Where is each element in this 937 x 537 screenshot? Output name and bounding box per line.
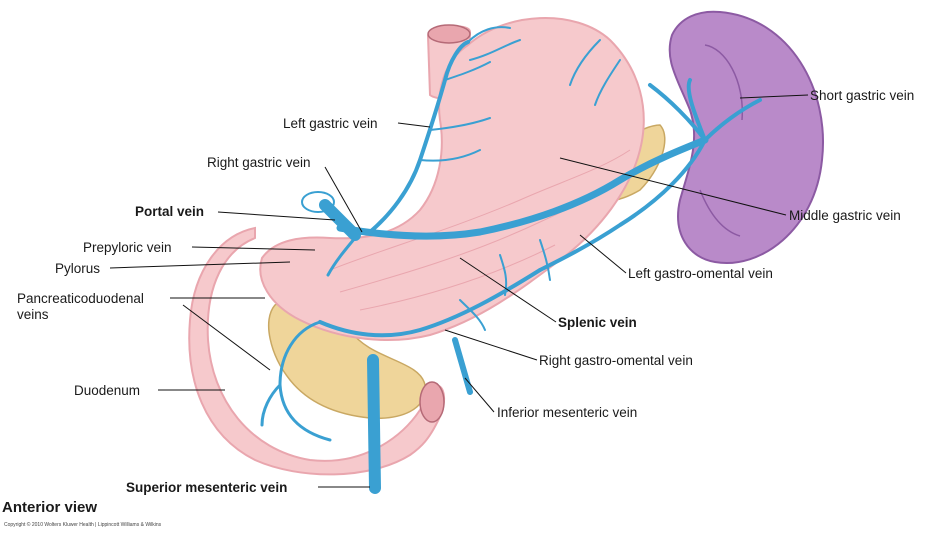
- short-gastric-vessel: [648, 78, 762, 142]
- leader-left-gastric: [397, 122, 431, 128]
- label-portal-vein: Portal vein: [135, 204, 205, 219]
- label-right-gastro-omental-vein: Right gastro-omental vein: [539, 353, 693, 368]
- venous-network: [260, 26, 762, 494]
- leader-pylorus: [109, 261, 291, 269]
- label-short-gastric-vein: Short gastric vein: [810, 88, 915, 103]
- pancreaticoduodenal-vessel: [260, 320, 332, 442]
- leader-right-gastro-omental: [444, 329, 538, 361]
- esophagus-opening: [427, 24, 471, 44]
- portal-vein-end: [301, 191, 335, 213]
- leader-lines: [109, 94, 809, 488]
- stomach: [259, 17, 645, 341]
- gastric-branches: [419, 26, 621, 331]
- leader-splenic: [459, 257, 557, 323]
- label-prepyloric-vein: Prepyloric vein: [83, 240, 172, 255]
- leader-right-gastric: [324, 166, 363, 233]
- left-gastro-omental-vessel: [538, 138, 707, 272]
- inferior-mesenteric-vessel: [452, 337, 473, 395]
- label-pylorus: Pylorus: [55, 261, 101, 276]
- right-gastric-vessel: [326, 236, 357, 277]
- label-splenic-vein: Splenic vein: [558, 315, 637, 330]
- spleen: [668, 10, 824, 264]
- leader-pancreaticoduodenal-b: [182, 304, 271, 371]
- duodenum-end: [419, 381, 445, 423]
- left-gastric-vessel: [368, 40, 470, 234]
- leader-prepyloric: [191, 246, 316, 251]
- label-left-gastro-omental-vein: Left gastro-omental vein: [628, 266, 773, 281]
- label-left-gastric-vein: Left gastric vein: [283, 116, 378, 131]
- view-title: Anterior view: [2, 499, 98, 516]
- label-middle-gastric-vein: Middle gastric vein: [789, 208, 901, 223]
- leader-left-gastro-omental: [579, 234, 627, 274]
- copyright-notice: Copyright © 2010 Wolters Kluwer Health |…: [4, 522, 162, 528]
- leader-inferior-mesenteric: [464, 377, 495, 413]
- label-pancreaticoduodenal-line1: Pancreaticoduodenal: [17, 291, 144, 306]
- label-right-gastric-vein: Right gastric vein: [207, 155, 311, 170]
- label-duodenum: Duodenum: [74, 383, 141, 398]
- label-superior-mesenteric-vein: Superior mesenteric vein: [126, 480, 288, 495]
- leader-portal: [217, 211, 336, 221]
- leader-short-gastric: [739, 94, 809, 99]
- portal-vein-vessel: [319, 199, 361, 241]
- splenic-vein-vessel: [336, 136, 709, 240]
- superior-mesenteric-vessel: [367, 354, 381, 494]
- label-pancreaticoduodenal-line2: veins: [17, 307, 49, 322]
- leader-middle-gastric: [559, 157, 787, 216]
- label-inferior-mesenteric-vein: Inferior mesenteric vein: [497, 405, 638, 420]
